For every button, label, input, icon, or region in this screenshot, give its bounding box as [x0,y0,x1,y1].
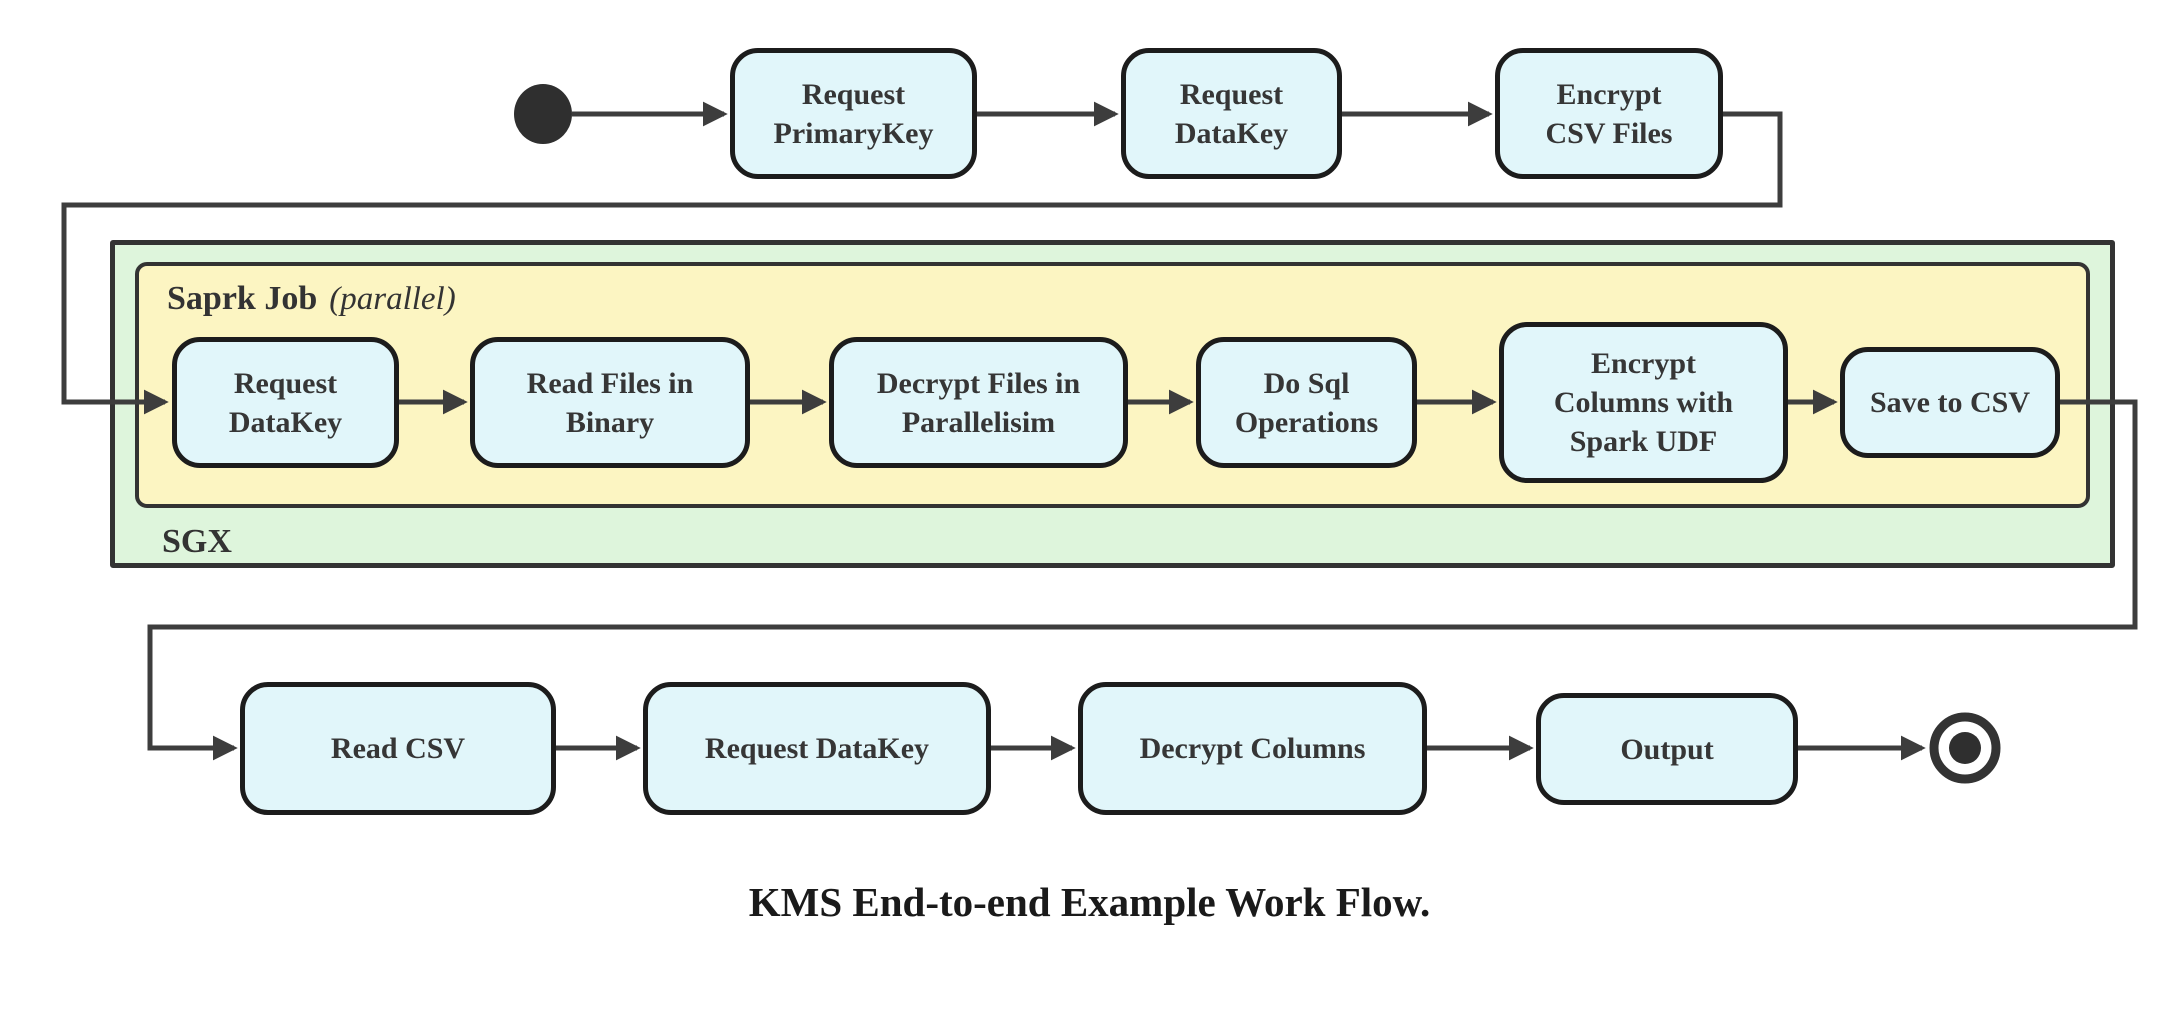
activity-node-request-datakey-bottom: Request DataKey [643,682,991,815]
activity-node-output: Output [1536,693,1798,805]
spark-job-mode-label: (parallel) [329,281,456,317]
sgx-label: SGX [162,523,232,560]
flow-arrow-save-csv-to-read-csv [147,399,2138,761]
activity-node-request-datakey-spark: Request DataKey [172,337,399,468]
activity-node-do-sql-operations: Do Sql Operations [1196,337,1417,468]
final-node-inner-dot [1949,732,1981,764]
activity-node-request-primarykey: Request PrimaryKey [730,48,977,179]
initial-node [514,84,572,144]
activity-node-read-files-in-binary: Read Files in Binary [470,337,750,468]
activity-node-encrypt-columns-with-spark-udf: Encrypt Columns with Spark UDF [1499,322,1788,483]
activity-node-decrypt-columns: Decrypt Columns [1078,682,1427,815]
activity-node-read-csv: Read CSV [240,682,556,815]
diagram-caption: KMS End-to-end Example Work Flow. [748,879,1431,925]
spark-job-label: Saprk Job (parallel) [167,280,456,318]
activity-node-encrypt-csv-files: Encrypt CSV Files [1495,48,1723,179]
spark-job-title: Saprk Job [167,280,318,317]
flow-arrow-encrypt-csv-to-spark-request-datakey [61,111,1783,415]
activity-node-save-to-csv: Save to CSV [1840,347,2060,458]
activity-node-request-datakey-top: Request DataKey [1121,48,1342,179]
activity-node-decrypt-files-in-parallelisim: Decrypt Files in Parallelisim [829,337,1128,468]
final-node [1929,712,2001,784]
